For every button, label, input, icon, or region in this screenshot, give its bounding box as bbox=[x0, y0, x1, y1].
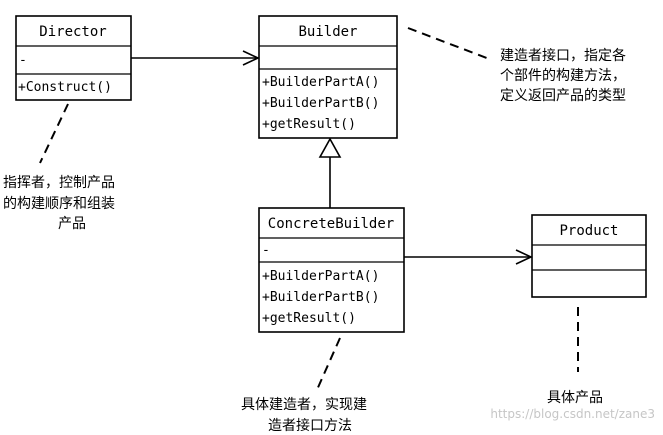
note-concrete-builder: 具体建造者，实现建 造者接口方法 bbox=[241, 397, 367, 434]
note-builder: 建造者接口，指定各 个部件的构建方法， 定义返回产品的类型 bbox=[500, 47, 626, 104]
association-concrete-builder-product bbox=[404, 249, 533, 265]
note-builder-line-1: 建造者接口，指定各 bbox=[500, 47, 626, 64]
note-director-line-1: 指挥者，控制产品 bbox=[3, 175, 115, 191]
builder-name: Builder bbox=[298, 24, 357, 40]
concrete-builder-name: ConcreteBuilder bbox=[268, 216, 394, 232]
note-connector-concrete-builder bbox=[315, 337, 341, 393]
note-concrete-builder-line-1: 具体建造者，实现建 bbox=[241, 397, 367, 413]
note-director: 指挥者，控制产品 的构建顺序和组装 产品 bbox=[3, 175, 115, 232]
note-connector-builder bbox=[407, 27, 493, 61]
director-box bbox=[15, 15, 132, 101]
concrete-builder-op-part-a: +BuilderPartA() bbox=[262, 269, 379, 284]
note-product: 具体产品 bbox=[547, 390, 603, 406]
builder-op-part-b: +BuilderPartB() bbox=[262, 96, 379, 111]
class-builder: Builder +BuilderPartA() +BuilderPartB() … bbox=[258, 15, 398, 139]
hollow-triangle-head bbox=[318, 137, 342, 158]
concrete-builder-attribute: - bbox=[262, 243, 270, 258]
note-builder-line-2: 个部件的构建方法， bbox=[500, 68, 626, 84]
note-builder-line-3: 定义返回产品的类型 bbox=[500, 88, 626, 104]
open-arrow-head bbox=[242, 50, 260, 66]
product-box bbox=[531, 214, 647, 298]
class-director: Director - +Construct() bbox=[15, 15, 132, 101]
director-attribute: - bbox=[19, 53, 27, 68]
class-concrete-builder: ConcreteBuilder - +BuilderPartA() +Build… bbox=[258, 207, 405, 333]
concrete-builder-op-get-result: +getResult() bbox=[262, 311, 356, 326]
note-connector-director bbox=[39, 103, 69, 164]
note-director-line-3: 产品 bbox=[58, 216, 86, 232]
generalization-concrete-builder-builder bbox=[318, 137, 342, 208]
director-name: Director bbox=[39, 24, 106, 40]
director-op-construct: +Construct() bbox=[18, 80, 112, 95]
product-name: Product bbox=[559, 223, 618, 239]
open-arrow-head bbox=[515, 249, 533, 265]
builder-op-get-result: +getResult() bbox=[262, 117, 356, 132]
note-product-line-1: 具体产品 bbox=[547, 390, 603, 406]
note-director-line-2: 的构建顺序和组装 bbox=[3, 196, 115, 212]
class-product: Product bbox=[531, 214, 647, 298]
watermark-text: https://blog.csdn.net/zane3 bbox=[490, 407, 655, 421]
concrete-builder-op-part-b: +BuilderPartB() bbox=[262, 290, 379, 305]
builder-op-part-a: +BuilderPartA() bbox=[262, 75, 379, 90]
association-director-builder bbox=[131, 50, 260, 66]
note-concrete-builder-line-2: 造者接口方法 bbox=[268, 417, 352, 434]
builder-box bbox=[258, 15, 398, 139]
concrete-builder-box bbox=[258, 207, 405, 333]
